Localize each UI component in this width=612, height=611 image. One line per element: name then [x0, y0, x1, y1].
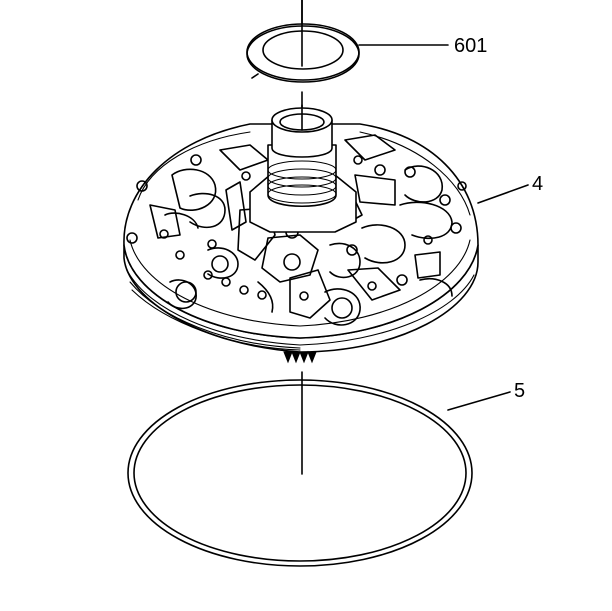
callout-label-5: 5 — [514, 380, 525, 402]
o-ring-seal — [127, 379, 473, 567]
thrust-washer — [246, 0, 360, 83]
callout-label-601: 601 — [454, 35, 487, 57]
callout-label-4: 4 — [532, 173, 543, 195]
callout-leader-4 — [477, 184, 529, 204]
pump-body — [123, 104, 479, 364]
callout-leader-5 — [447, 391, 511, 411]
